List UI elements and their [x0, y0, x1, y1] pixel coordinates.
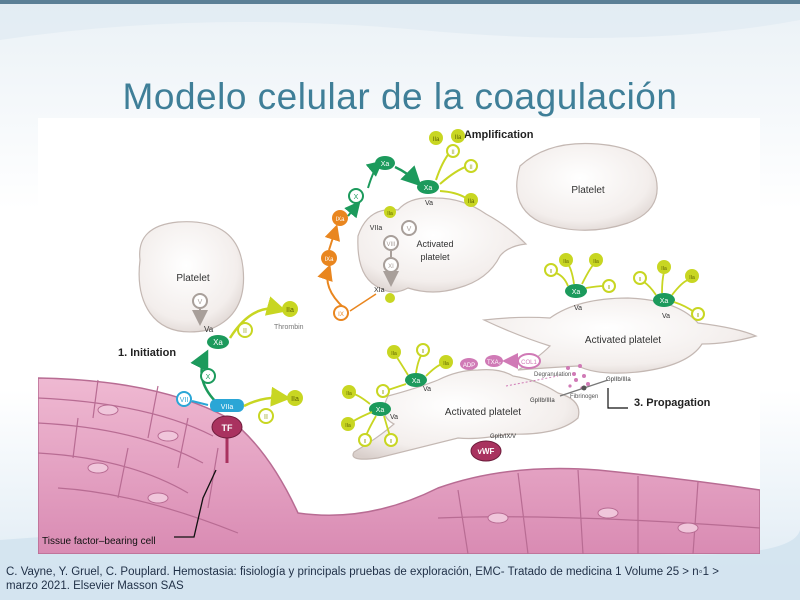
propagation-degranulation: Degranulation	[534, 372, 571, 378]
propagation-ii-r3: II	[639, 277, 642, 283]
propagation-va-left-1: Va	[423, 386, 431, 393]
propagation-xa-left-2: Xa	[376, 407, 385, 414]
amplification-iia-1: IIa	[433, 137, 440, 143]
propagation-vwf: vWF	[478, 447, 495, 456]
propagation-stage: Activated platelet Xa Va Xa Va II IIa II…	[341, 253, 758, 462]
amplification-ii-1: II	[451, 150, 455, 156]
propagation-iia-l1: IIa	[391, 351, 397, 357]
amplification-activated-label-2: platelet	[420, 252, 450, 262]
amplification-factor-xa-top: Xa	[381, 161, 390, 168]
propagation-iia-r1: IIa	[563, 259, 569, 265]
propagation-iia-l3: IIa	[346, 391, 352, 397]
propagation-txa2: TXA₂	[487, 360, 502, 366]
initiation-factor-vii: VII	[180, 397, 189, 404]
propagation-xa-right-1: Xa	[572, 289, 581, 296]
amplification-factor-v: V	[407, 226, 412, 233]
propagation-va-right-1: Va	[574, 305, 582, 312]
initiation-factor-ii-top: II	[243, 328, 247, 335]
initiation-factor-iia-top: IIa	[286, 307, 294, 314]
tissue-factor-bearing-cell-label: Tissue factor–bearing cell	[42, 536, 156, 547]
coagulation-diagram: Platelet V Va Xa II IIa Thrombin 1. Init…	[38, 118, 760, 554]
initiation-stage-label: 1. Initiation	[118, 347, 176, 359]
propagation-iia-r2: IIa	[593, 259, 599, 265]
propagation-ii-r1: II	[550, 269, 553, 275]
citation-line-1: C. Vayne, Y. Gruel, C. Pouplard. Hemosta…	[6, 566, 719, 578]
propagation-xa-right-2: Xa	[660, 298, 669, 305]
initiation-stage: Platelet V Va Xa II IIa Thrombin 1. Init…	[42, 221, 304, 547]
propagation-iia-r4: IIa	[689, 275, 695, 281]
amplification-stage-label: 2. Amplification	[452, 129, 534, 141]
citation-line-2: marzo 2021. Elsevier Masson SAS	[6, 580, 184, 592]
amplification-stage: 2. Amplification Platelet Activated plat…	[317, 129, 658, 321]
propagation-ii-l2: II	[382, 390, 385, 396]
amplification-factor-ixa: IXa	[324, 257, 334, 263]
amplification-activated-label-1: Activated	[416, 239, 453, 249]
amplification-ii-2: II	[469, 165, 473, 171]
amplification-platelet-label: Platelet	[571, 185, 605, 196]
propagation-iia-l2: IIa	[443, 361, 449, 367]
amplification-factor-ixa-top: IXa	[335, 217, 345, 223]
propagation-activated-label-left: Activated platelet	[445, 407, 521, 418]
amplification-factor-xia: XIa	[374, 287, 385, 294]
initiation-factor-va: Va	[204, 325, 214, 334]
amplification-iia-3: IIa	[468, 199, 475, 205]
propagation-ii-l3: II	[364, 439, 367, 445]
propagation-xa-left-1: Xa	[412, 378, 421, 385]
amplification-factor-viia: VIIa	[370, 225, 383, 232]
propagation-iia-r3: IIa	[661, 266, 667, 272]
amplification-factor-ix: IX	[338, 312, 344, 318]
amplification-factor-x: X	[354, 194, 359, 201]
initiation-factor-viia: VIIa	[221, 404, 234, 411]
propagation-ii-r2: II	[608, 285, 611, 291]
amplification-iia-4: IIa	[387, 211, 393, 217]
propagation-adp: ADP	[463, 363, 475, 369]
propagation-col1: COL1	[521, 360, 537, 366]
propagation-gpiib-left: GpIIb/IIIa	[530, 398, 555, 404]
propagation-gpib: GpIb/IX/V	[490, 434, 516, 440]
initiation-factor-xa: Xa	[213, 338, 223, 347]
propagation-va-right-2: Va	[662, 313, 670, 320]
initiation-tissue-factor: TF	[222, 423, 233, 433]
initiation-factor-iia-bottom: IIa	[291, 396, 299, 403]
propagation-activated-label-right: Activated platelet	[585, 335, 661, 346]
propagation-stage-label: 3. Propagation	[634, 397, 711, 409]
amplification-factor-viii: VIII	[386, 242, 395, 248]
amplification-factor-xa: Xa	[424, 185, 433, 192]
amplification-iia-2: IIa	[455, 135, 462, 141]
propagation-fibrinogen: Fibrinogen	[570, 394, 598, 400]
initiation-factor-v: V	[198, 299, 203, 306]
propagation-iia-l4: IIa	[345, 423, 351, 429]
propagation-ii-l1: II	[422, 349, 425, 355]
amplification-factor-xi: XI	[388, 264, 394, 270]
citation: C. Vayne, Y. Gruel, C. Pouplard. Hemosta…	[6, 565, 796, 593]
initiation-factor-ii-bottom: II	[264, 414, 268, 421]
amplification-factor-va: Va	[425, 200, 433, 207]
propagation-gpiib-right: GpIIb/IIIa	[606, 377, 631, 383]
initiation-factor-x: X	[206, 374, 211, 381]
initiation-platelet-label: Platelet	[176, 273, 210, 284]
initiation-thrombin-label: Thrombin	[274, 324, 304, 331]
propagation-va-left-2: Va	[390, 414, 398, 421]
propagation-ii-r4: II	[697, 313, 700, 319]
propagation-ii-l4: II	[390, 439, 393, 445]
slide-title: Modelo celular de la coagulación	[122, 76, 678, 117]
